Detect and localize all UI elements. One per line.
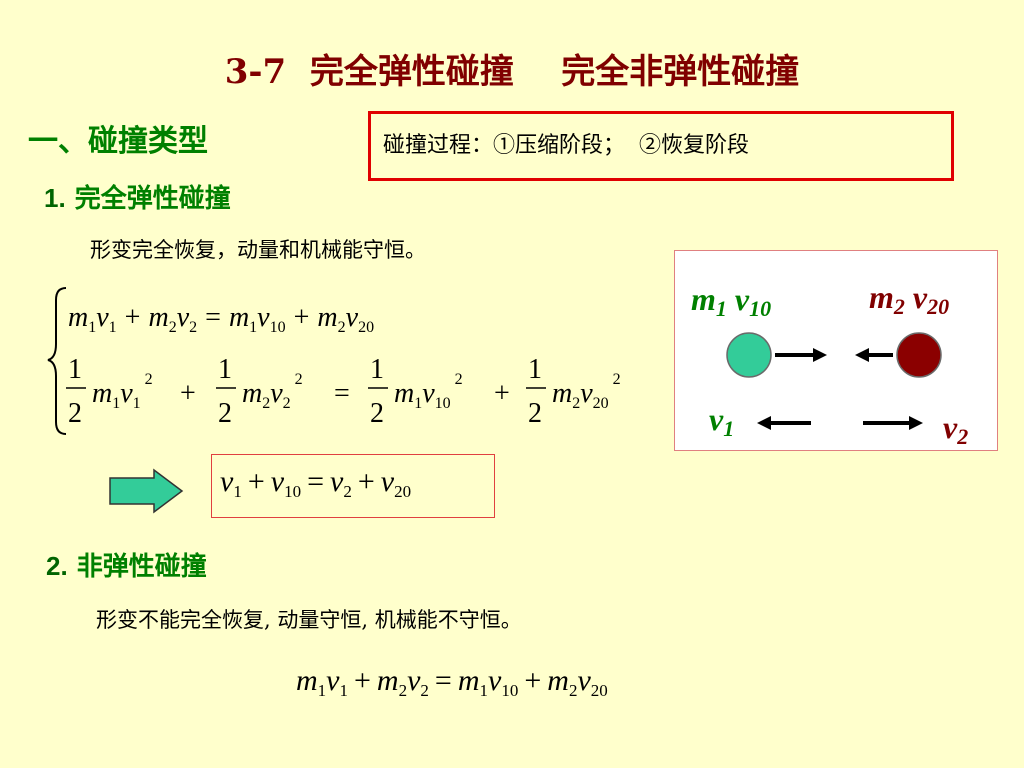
svg-text:m1v1+m2v2=m1v10+m2v20: m1v1+m2v2=m1v10+m2v20 xyxy=(68,302,374,336)
svg-text:=: = xyxy=(334,378,350,409)
ball-m2 xyxy=(896,332,942,378)
m2-v20-label: m2 v20 xyxy=(869,279,950,319)
inelastic-description: 形变不能完全恢复, 动量守恒, 机械能不守恒。 xyxy=(96,608,522,632)
momentum-equation-line: m1v1+m2v2=m1v10+m2v20 xyxy=(68,302,374,336)
arrow-v1-left-icon xyxy=(757,416,811,430)
collision-process-box: 碰撞过程：①压缩阶段； ②恢复阶段 xyxy=(368,111,954,181)
elastic-heading: 1. 完全弹性碰撞 xyxy=(44,178,231,215)
inelastic-heading-text: 非弹性碰撞 xyxy=(76,552,207,582)
svg-text:m2v22: m2v22 xyxy=(242,371,303,412)
svg-text:1: 1 xyxy=(68,354,82,385)
svg-text:m2v202: m2v202 xyxy=(552,371,621,412)
inelastic-heading-number: 2. xyxy=(46,551,68,581)
svg-text:2: 2 xyxy=(370,398,384,429)
elastic-heading-text: 完全弹性碰撞 xyxy=(74,184,231,214)
svg-text:2: 2 xyxy=(528,398,542,429)
inelastic-momentum-equation: m1v1+m2v2=m1v10+m2v20 xyxy=(296,664,608,700)
svg-text:m1v102: m1v102 xyxy=(394,371,463,412)
inelastic-heading: 2. 非弹性碰撞 xyxy=(46,546,207,583)
ball-m1 xyxy=(726,332,772,378)
energy-equation-line: 1 2 m1v12 + 1 2 m2v22 = 1 2 m1v102 + 1 2… xyxy=(66,354,621,429)
elastic-heading-number: 1. xyxy=(44,183,66,213)
svg-text:2: 2 xyxy=(218,398,232,429)
arrow-v20-left-icon xyxy=(855,348,893,362)
collision-diagram: m1 v10 m2 v20 v1 v2 xyxy=(674,250,998,451)
v1-label: v1 xyxy=(709,401,735,441)
diagram-drawing xyxy=(726,332,942,430)
v2-label: v2 xyxy=(943,409,969,449)
arrow-v10-right-icon xyxy=(775,348,827,362)
svg-text:+: + xyxy=(494,378,510,409)
svg-text:1: 1 xyxy=(218,354,232,385)
arrow-v2-right-icon xyxy=(863,416,923,430)
implies-arrow-icon xyxy=(109,468,184,514)
svg-text:2: 2 xyxy=(68,398,82,429)
svg-text:+: + xyxy=(180,378,196,409)
svg-text:1: 1 xyxy=(370,354,384,385)
elastic-equation-system: m1v1+m2v2=m1v10+m2v20 1 2 m1v12 + 1 2 m2… xyxy=(47,287,621,435)
equation-brace xyxy=(47,287,67,435)
relative-velocity-equation: v1+v10=v2+v20 xyxy=(220,465,412,501)
elastic-description: 形变完全恢复，动量和机械能守恒。 xyxy=(90,238,426,262)
section-heading: 一、碰撞类型 xyxy=(28,124,208,159)
slide-title: 3-7 完全弹性碰撞 完全非弹性碰撞 xyxy=(224,52,800,92)
svg-text:1: 1 xyxy=(528,354,542,385)
m1-v10-label: m1 v10 xyxy=(691,281,772,321)
svg-text:m1v12: m1v12 xyxy=(92,371,153,412)
relative-velocity-box: v1+v10=v2+v20 xyxy=(211,454,495,518)
